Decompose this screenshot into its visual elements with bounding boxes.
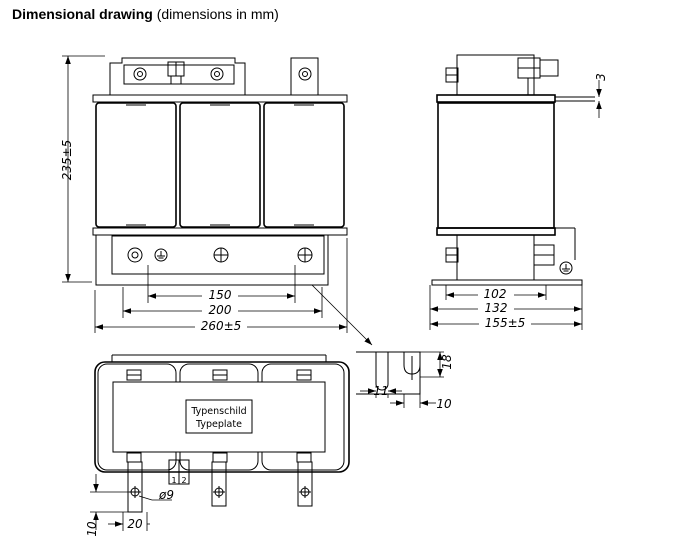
lower-yoke [92, 227, 348, 236]
ground-symbol-front [154, 248, 168, 262]
drawing-header: Dimensional drawing (dimensions in mm) [12, 6, 279, 22]
dim-20-label: 20 [127, 517, 143, 531]
side-upper-yoke [436, 94, 556, 103]
top-terminal-tab-3 [297, 461, 313, 507]
top-terminal-strip [109, 57, 246, 100]
side-lower-yoke [436, 227, 556, 236]
dim-132-label: 132 [485, 301, 508, 315]
dim-235-label: 235±5 [60, 140, 74, 181]
terminal-2-label: 2 [181, 476, 186, 485]
dim-3-label: 3 [594, 73, 608, 81]
slot-detail: 18 11 10 [356, 351, 454, 411]
dim-18-label: 18 [440, 354, 454, 370]
coil-middle [179, 102, 261, 228]
drawing-title: Dimensional drawing [12, 6, 153, 22]
side-foot [431, 279, 583, 286]
ground-symbol-side [559, 261, 573, 275]
top-terminal-tab-2 [211, 461, 227, 507]
top-terminal-tab-1 [127, 461, 143, 513]
top-center-plate [112, 381, 326, 453]
upper-yoke [92, 94, 348, 103]
top-connection-tab [290, 57, 319, 100]
front-terminal-1 [127, 247, 143, 263]
side-top-bracket [456, 54, 535, 95]
dim-150-label: 150 [209, 288, 232, 302]
terminal-screw-1 [133, 67, 147, 81]
terminal-screw-2 [210, 67, 224, 81]
front-view: 235±5 150 200 260±5 [60, 55, 373, 346]
coil-right [263, 102, 345, 228]
dim-10-slot-label: 10 [436, 397, 452, 411]
drawing-subtitle: (dimensions in mm) [156, 6, 279, 22]
detail-leader [311, 284, 373, 346]
top-outer-frame [94, 361, 350, 473]
dim-11-label: 11 [373, 384, 388, 398]
dim-10-top-label: 10 [85, 521, 99, 537]
dim-200-label: 200 [209, 303, 232, 317]
terminal-rail [111, 235, 325, 275]
side-view: 3 102 132 155±5 [429, 54, 608, 330]
top-view: Typenschild Typeplate 1 2 ø9 10 20 [85, 354, 350, 537]
typeplate-box [185, 399, 253, 434]
hole-dia-label: ø9 [158, 488, 174, 502]
dim-102-label: 102 [484, 287, 507, 301]
typeplate-line-1: Typenschild [190, 406, 246, 417]
dim-155-label: 155±5 [485, 316, 526, 330]
terminal-block [123, 64, 235, 85]
terminal-1-label: 1 [171, 476, 176, 485]
mounting-plate [95, 235, 329, 286]
side-coil [437, 102, 555, 229]
coil-left [95, 102, 177, 228]
dim-260-label: 260±5 [201, 319, 242, 333]
typeplate-line-2: Typeplate [195, 419, 242, 430]
